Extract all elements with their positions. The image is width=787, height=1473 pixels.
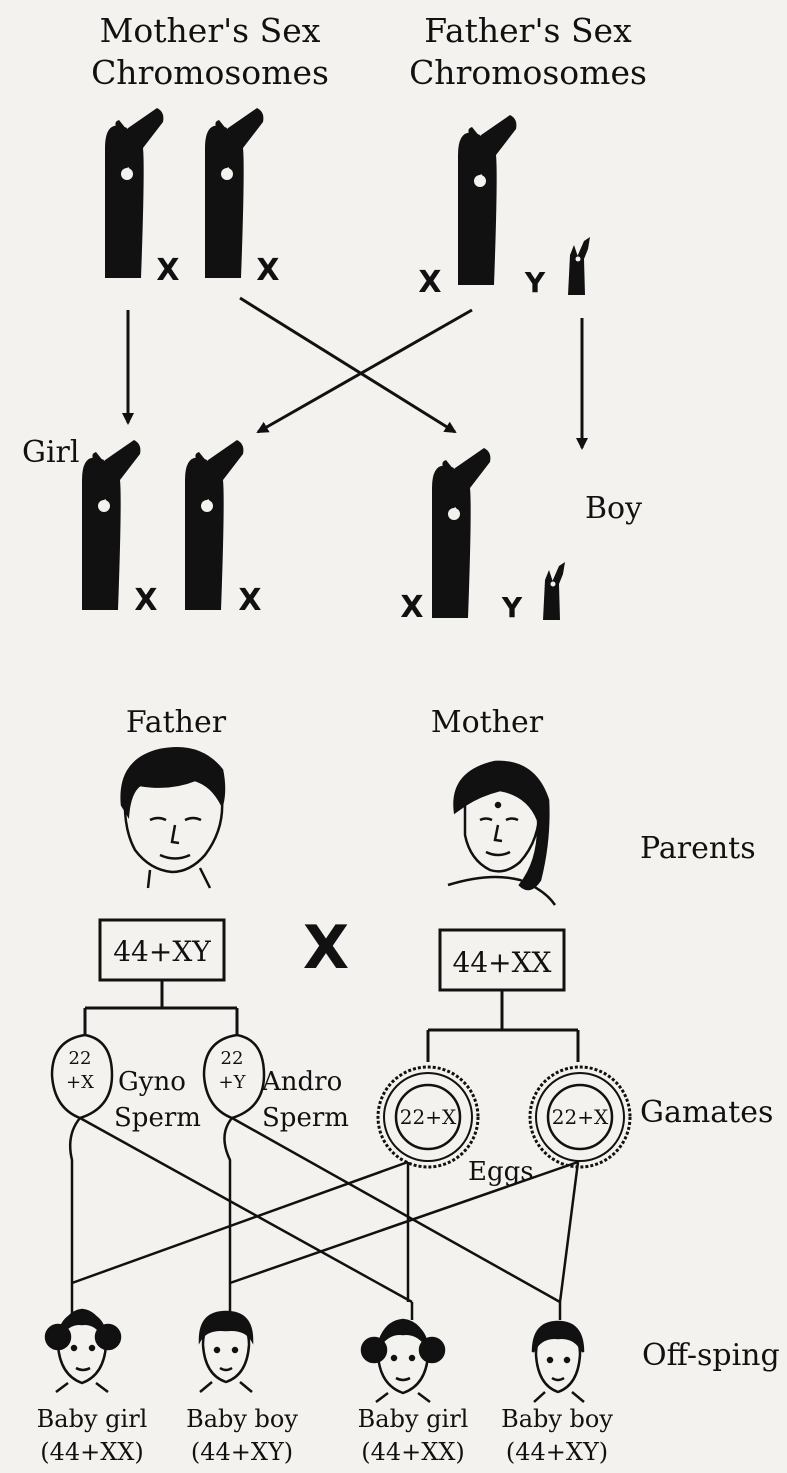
child-1-line1: Baby girl [37,1405,148,1433]
father-gamete-connector [83,980,239,1035]
gyno-label-line1: Gyno [118,1067,186,1097]
father-x-chromosome [457,114,518,286]
mother-x-chromosome-1 [104,107,165,279]
boy-label: Boy [585,491,642,526]
child-3-line1: Baby girl [358,1405,469,1433]
baby-girl-face-icon-1 [44,1308,122,1393]
girl-x-chromosome-1 [81,439,142,611]
child-2-line2: (44+XY) [191,1438,293,1466]
girl-x-label-1: X [134,583,157,618]
father-y-chromosome [568,237,590,295]
offspring-label: Off-sping [642,1338,780,1373]
father-label: Father [126,705,227,740]
mother-face-icon [447,760,557,906]
mother-x-label-1: X [156,253,179,288]
child-2-line1: Baby boy [186,1405,298,1433]
egg-1-label: 22+X [400,1105,457,1129]
andro-label-line2: Sperm [262,1103,349,1133]
child-4-line1: Baby boy [501,1405,613,1433]
mother-genotype: 44+XX [453,946,552,979]
fertilization-lines [69,1116,580,1320]
child-4-line2: (44+XY) [506,1438,608,1466]
boy-x-chromosome [431,447,492,619]
andro-sperm-top: 22 [221,1048,244,1069]
arrow-mother-to-boy [239,296,457,434]
parents-label: Parents [640,831,756,866]
gyno-sperm-top: 22 [69,1048,92,1069]
baby-girl-face-icon-2 [360,1318,446,1403]
gamates-label: Gamates [640,1095,773,1130]
mother-heading-line1: Mother's Sex [100,11,321,50]
egg-2-label: 22+X [552,1105,609,1129]
gyno-sperm-bottom: +X [66,1072,94,1093]
father-genotype: 44+XY [113,935,211,968]
girl-label: Girl [22,435,80,470]
andro-label-line1: Andro [261,1067,342,1097]
father-face-icon [120,746,226,889]
child-3-line2: (44+XX) [361,1438,465,1466]
girl-x-chromosome-2 [184,439,245,611]
mother-label: Mother [431,705,544,740]
boy-x-label: X [400,590,423,625]
cross-symbol: X [303,913,349,983]
arrow-father-to-girl [256,308,473,434]
father-heading-line2: Chromosomes [409,53,647,92]
father-y-label: Y [524,266,546,299]
baby-boy-face-icon-2 [531,1320,585,1403]
mother-gamete-connector [426,990,580,1062]
mother-x-chromosome-2 [204,107,265,279]
father-heading-line1: Father's Sex [424,11,632,50]
father-x-label: X [418,265,441,300]
boy-y-label: Y [501,591,523,624]
mother-heading-line2: Chromosomes [91,53,329,92]
girl-x-label-2: X [238,583,261,618]
mother-x-label-2: X [256,253,279,288]
boy-y-chromosome [543,562,565,620]
child-1-line2: (44+XX) [40,1438,144,1466]
gyno-label-line2: Sperm [114,1103,201,1133]
andro-sperm-bottom: +Y [219,1072,247,1093]
eggs-label: Eggs [468,1157,534,1187]
baby-boy-face-icon-1 [198,1310,254,1393]
